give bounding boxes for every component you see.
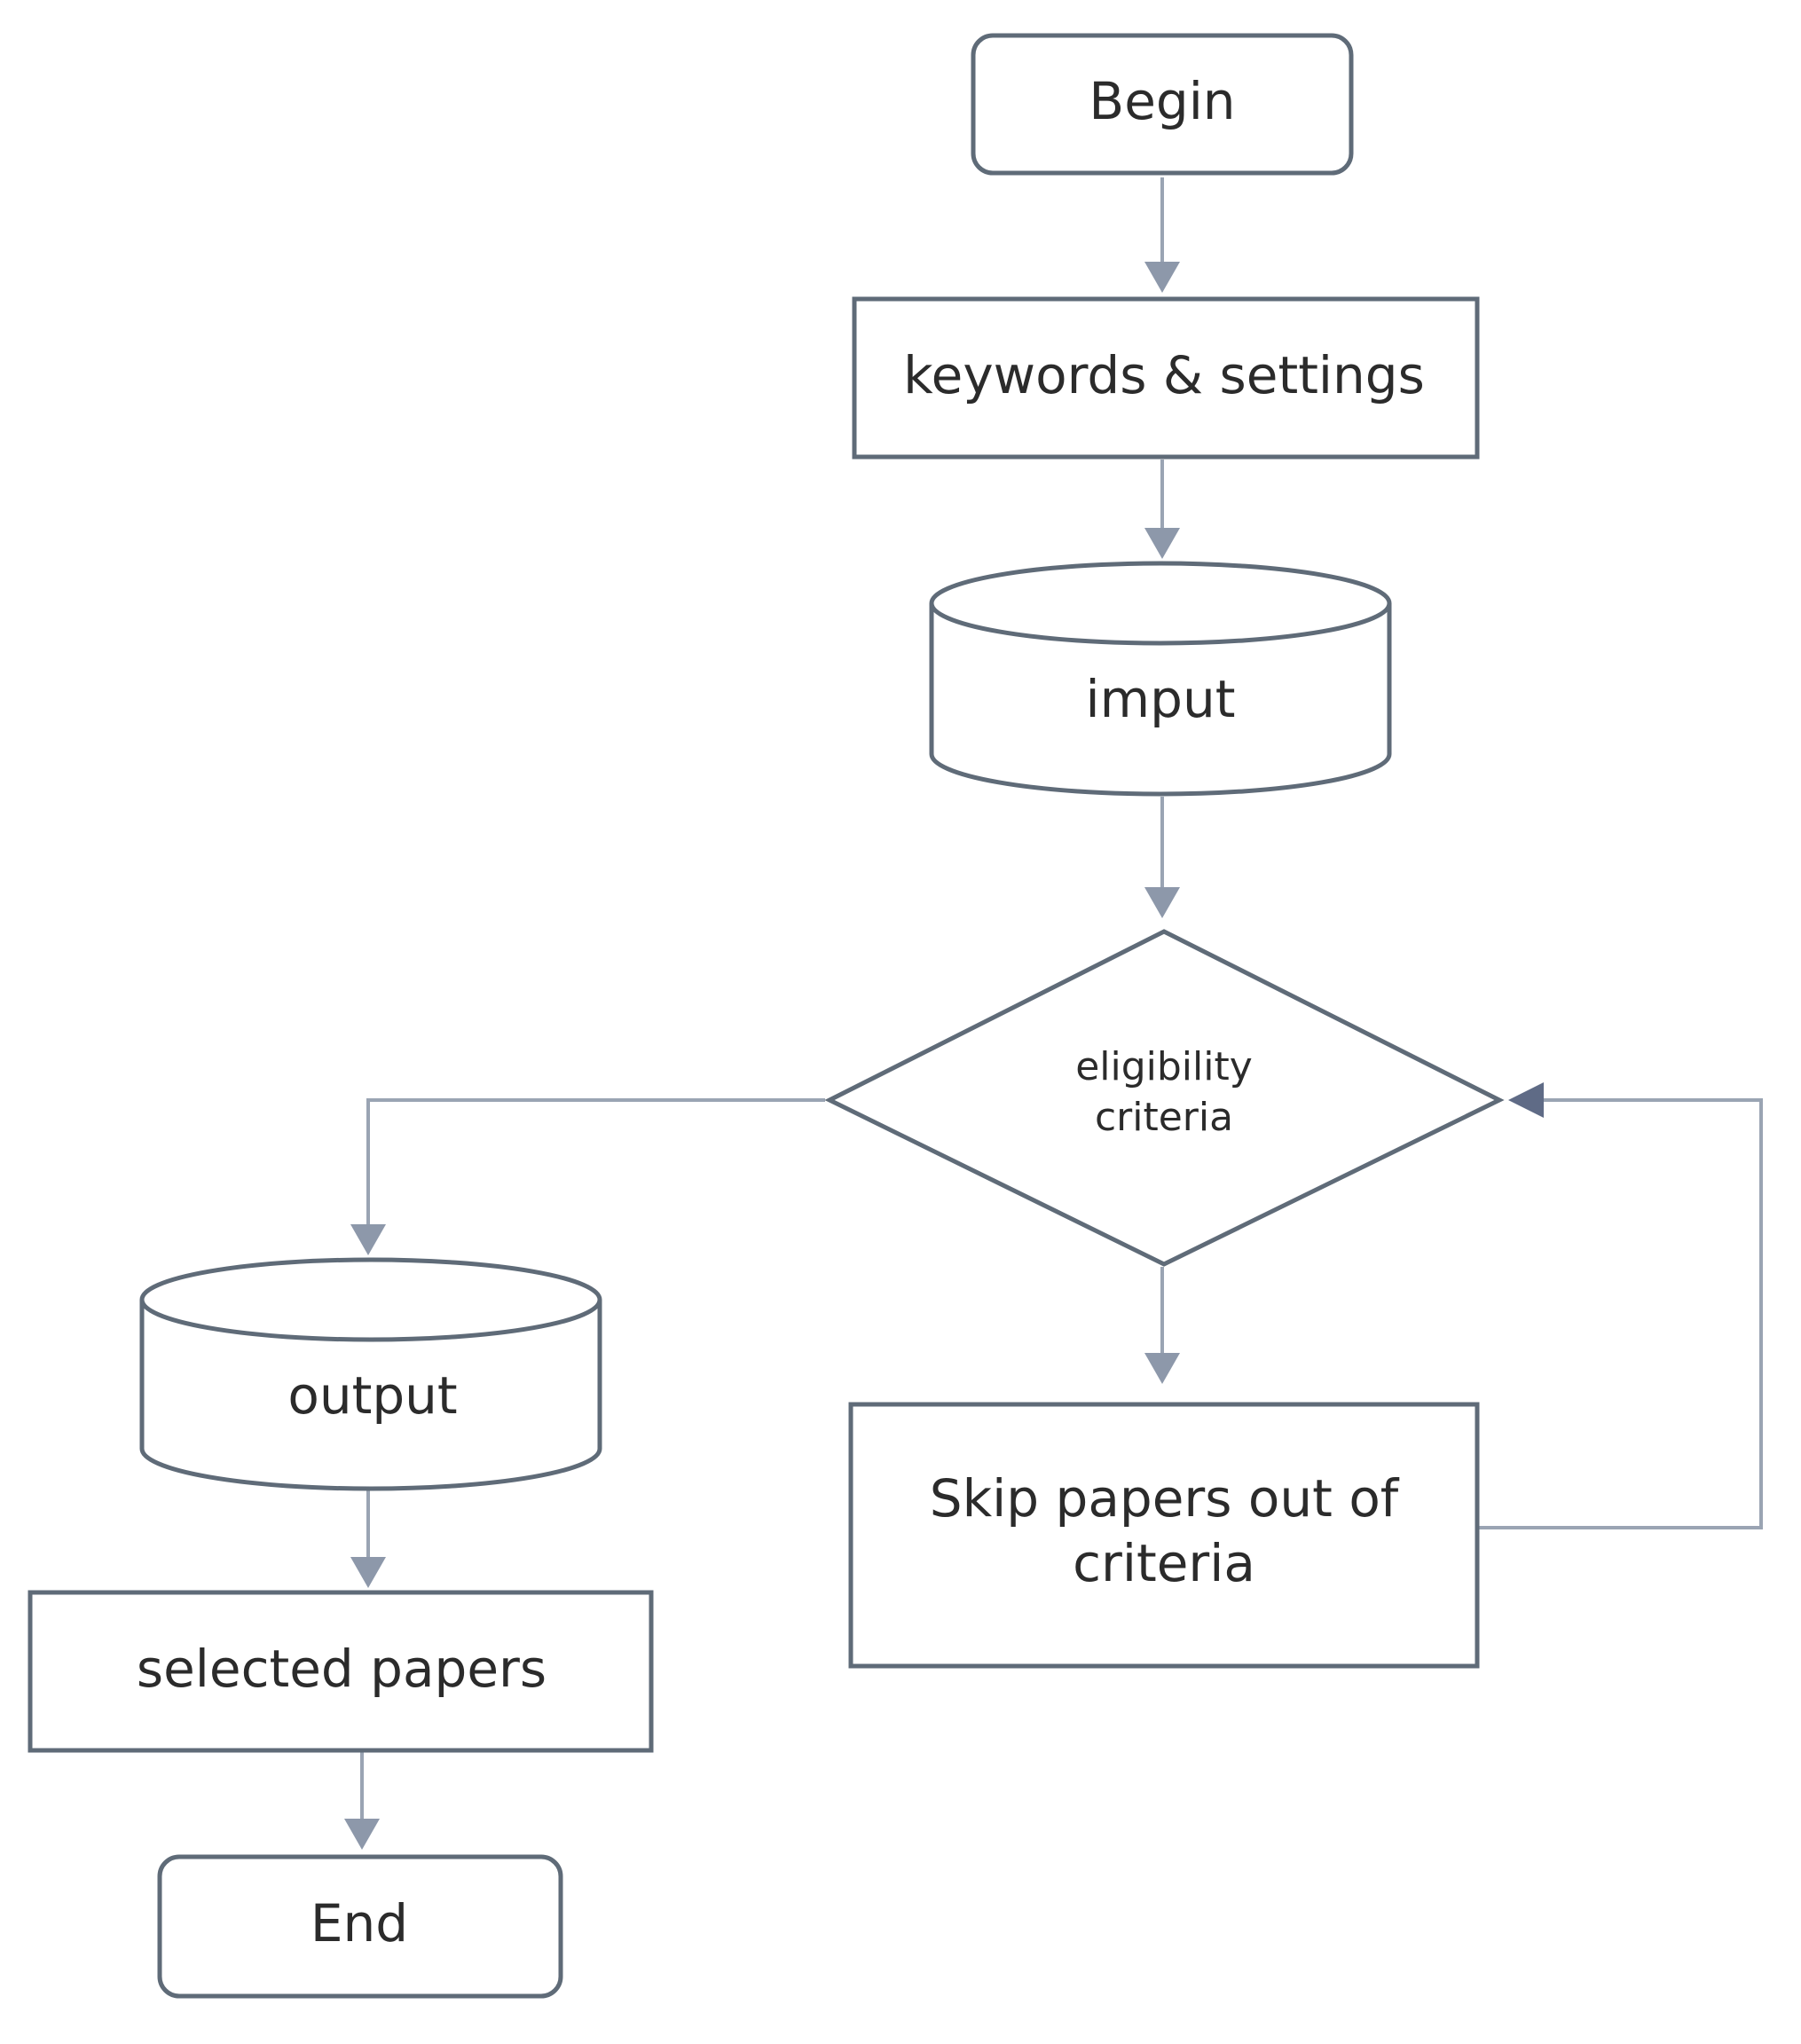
node-imput: imput [929, 561, 1392, 797]
arrowhead-selected [350, 1557, 386, 1588]
selected-papers-label: selected papers [137, 1639, 547, 1699]
selected-papers-process-shape [28, 1590, 654, 1753]
node-skip-papers: Skip papers out of criteria [848, 1402, 1480, 1669]
eligibility-label-line-2: criteria [1095, 1095, 1233, 1140]
eligibility-label-line-1: eligibility [1075, 1044, 1253, 1089]
arrowhead-loop-back [1508, 1082, 1544, 1118]
node-eligibility-criteria: eligibility criteria [824, 929, 1505, 1267]
edge-eligibility-to-output [366, 1098, 825, 1224]
skip-papers-label-line-1: Skip papers out of [930, 1468, 1400, 1529]
node-end: End [157, 1854, 563, 1999]
node-keywords-settings: keywords & settings [852, 296, 1480, 460]
keywords-settings-process-shape [852, 296, 1480, 460]
arrowhead-output [350, 1224, 386, 1255]
output-label: output [287, 1365, 457, 1426]
node-selected-papers: selected papers [28, 1590, 654, 1753]
arrowhead-end [344, 1819, 380, 1850]
node-output: output [139, 1257, 602, 1491]
keywords-settings-label: keywords & settings [903, 345, 1425, 405]
arrowhead-imput [1144, 528, 1180, 559]
output-cylinder-body [139, 1300, 602, 1491]
arrowhead-keywords [1144, 262, 1180, 293]
imput-cylinder-body [929, 603, 1392, 797]
imput-label: imput [1086, 669, 1236, 729]
begin-label: Begin [1089, 71, 1235, 131]
end-terminator-shape [157, 1854, 563, 1999]
skip-papers-label-line-2: criteria [1073, 1533, 1255, 1593]
begin-terminator-shape [971, 33, 1354, 176]
eligibility-decision-shape [824, 929, 1505, 1267]
skip-papers-process-shape [848, 1402, 1480, 1669]
arrowhead-skip [1144, 1353, 1180, 1384]
imput-cylinder-top [929, 561, 1392, 646]
arrowhead-eligibility [1144, 887, 1180, 918]
output-cylinder-top [139, 1257, 602, 1342]
node-begin: Begin [971, 33, 1354, 176]
edge-skip-loop-back [1478, 1098, 1763, 1529]
end-label: End [311, 1893, 408, 1954]
